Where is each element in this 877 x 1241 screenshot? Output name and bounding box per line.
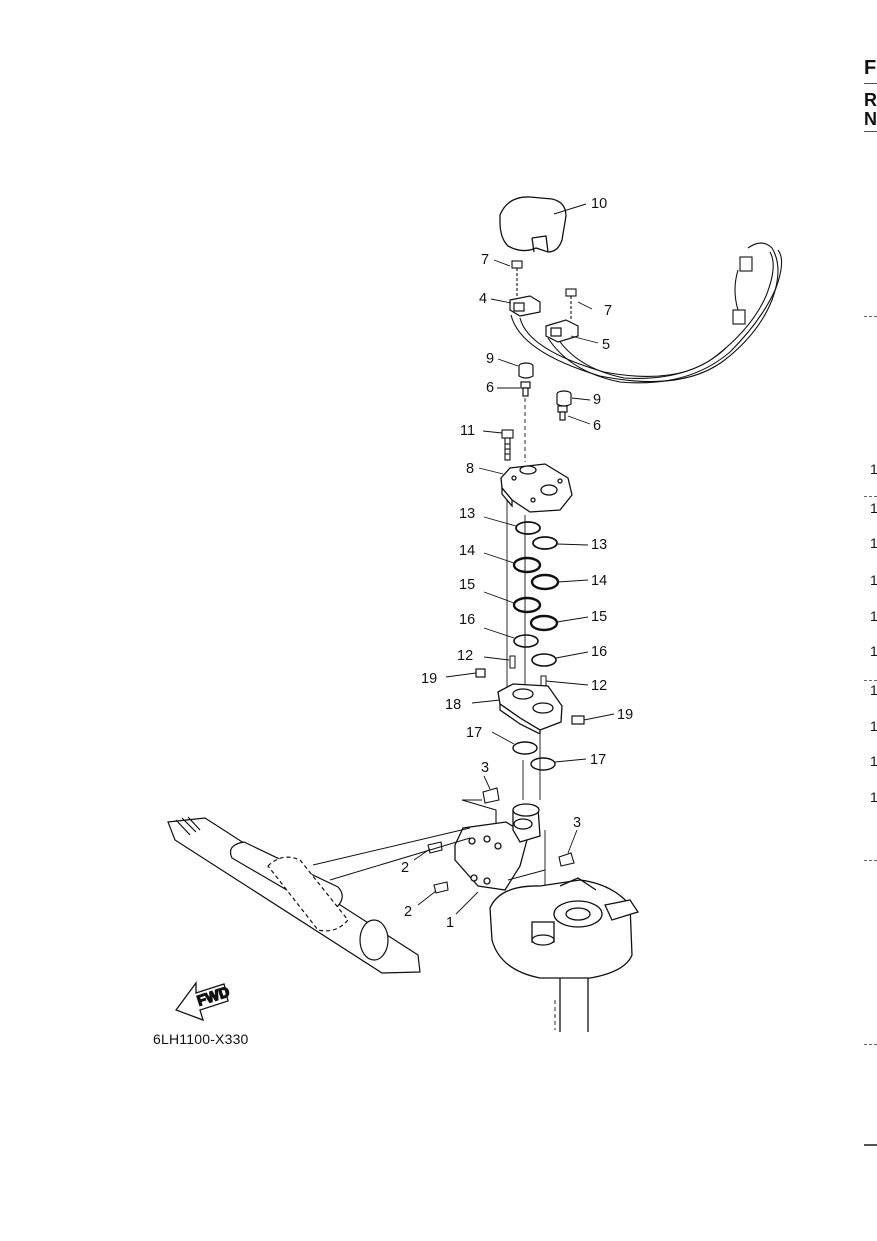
callout-11: 11 (460, 423, 475, 439)
callout-15-right: 15 (591, 609, 607, 625)
edge-letter-r: R (864, 90, 877, 110)
edge-divider (864, 680, 877, 681)
assembly-axis-lines (506, 398, 556, 1030)
edge-letter-n: N (864, 109, 877, 129)
callout-12-right: 12 (591, 678, 607, 694)
callout-14-right: 14 (591, 573, 607, 589)
edge-number: 1 (870, 500, 877, 516)
edge-rule (864, 131, 877, 132)
linkage-lines (312, 827, 546, 881)
callout-7-left: 7 (481, 252, 489, 268)
edge-divider (864, 316, 877, 317)
edge-number: 1 (870, 643, 877, 659)
callout-9-right: 9 (593, 392, 601, 408)
callout-1: 1 (446, 915, 454, 931)
callout-13-left: 13 (459, 506, 475, 522)
housing-part-8 (500, 463, 573, 513)
callout-3-right: 3 (573, 815, 581, 831)
edge-number: 1 (870, 535, 877, 551)
callout-leaders (413, 259, 615, 915)
callout-9-left: 9 (486, 351, 494, 367)
diagram-reference-code: 6LH1100-X330 (153, 1031, 249, 1047)
lower-mount-housing (489, 877, 640, 1032)
screw-part-7 (511, 260, 577, 320)
o-ring-stack (512, 521, 560, 771)
callout-12-left: 12 (457, 648, 473, 664)
callout-3-left: 3 (481, 760, 489, 776)
callout-14-left: 14 (459, 543, 475, 559)
callout-16-right: 16 (591, 644, 607, 660)
callout-2-lower: 2 (404, 904, 412, 920)
callout-8: 8 (466, 461, 474, 477)
callout-6-left: 6 (486, 380, 494, 396)
callout-16-left: 16 (459, 612, 475, 628)
callout-15-left: 15 (459, 577, 475, 593)
edge-divider (864, 1044, 877, 1045)
callout-19-left: 19 (421, 671, 437, 687)
steering-arm-part-1 (454, 803, 541, 891)
steering-shaft (167, 816, 421, 974)
edge-rule (864, 83, 877, 84)
callout-labels: 10 7 7 4 5 9 9 6 6 11 8 13 13 14 14 15 1… (401, 196, 633, 931)
switch-part-4 (509, 295, 541, 317)
callout-4: 4 (479, 291, 487, 307)
edge-number: 1 (870, 753, 877, 769)
bushing-part-6 (520, 381, 568, 421)
callout-2-upper: 2 (401, 860, 409, 876)
edge-divider (864, 496, 877, 497)
cover-part-10 (499, 196, 567, 253)
cap-part-9 (518, 362, 572, 407)
callout-10: 10 (591, 196, 607, 212)
edge-number: 1 (870, 789, 877, 805)
edge-divider (864, 860, 877, 861)
edge-number: 1 (870, 682, 877, 698)
edge-rule (864, 1144, 877, 1146)
pin-part-12 (509, 655, 547, 689)
switch-part-5 (545, 319, 579, 343)
edge-letter-f: F (864, 57, 877, 79)
callout-17-right: 17 (590, 752, 606, 768)
bracket-part-18 (497, 683, 563, 736)
edge-number: 1 (870, 461, 877, 477)
edge-number: 1 (870, 572, 877, 588)
callout-18: 18 (445, 697, 461, 713)
bolt-part-11 (501, 429, 514, 461)
fwd-arrow-icon: FWD (174, 981, 232, 1022)
pin-part-2 (427, 841, 449, 894)
wire-harness (510, 242, 783, 384)
edge-number: 1 (870, 608, 877, 624)
callout-5: 5 (602, 337, 610, 353)
bolt-part-3 (461, 787, 575, 867)
callout-6-right: 6 (593, 418, 601, 434)
callout-19-right: 19 (617, 707, 633, 723)
callout-13-right: 13 (591, 537, 607, 553)
edge-number: 1 (870, 718, 877, 734)
callout-17-left: 17 (466, 725, 482, 741)
callout-7-right: 7 (604, 303, 612, 319)
